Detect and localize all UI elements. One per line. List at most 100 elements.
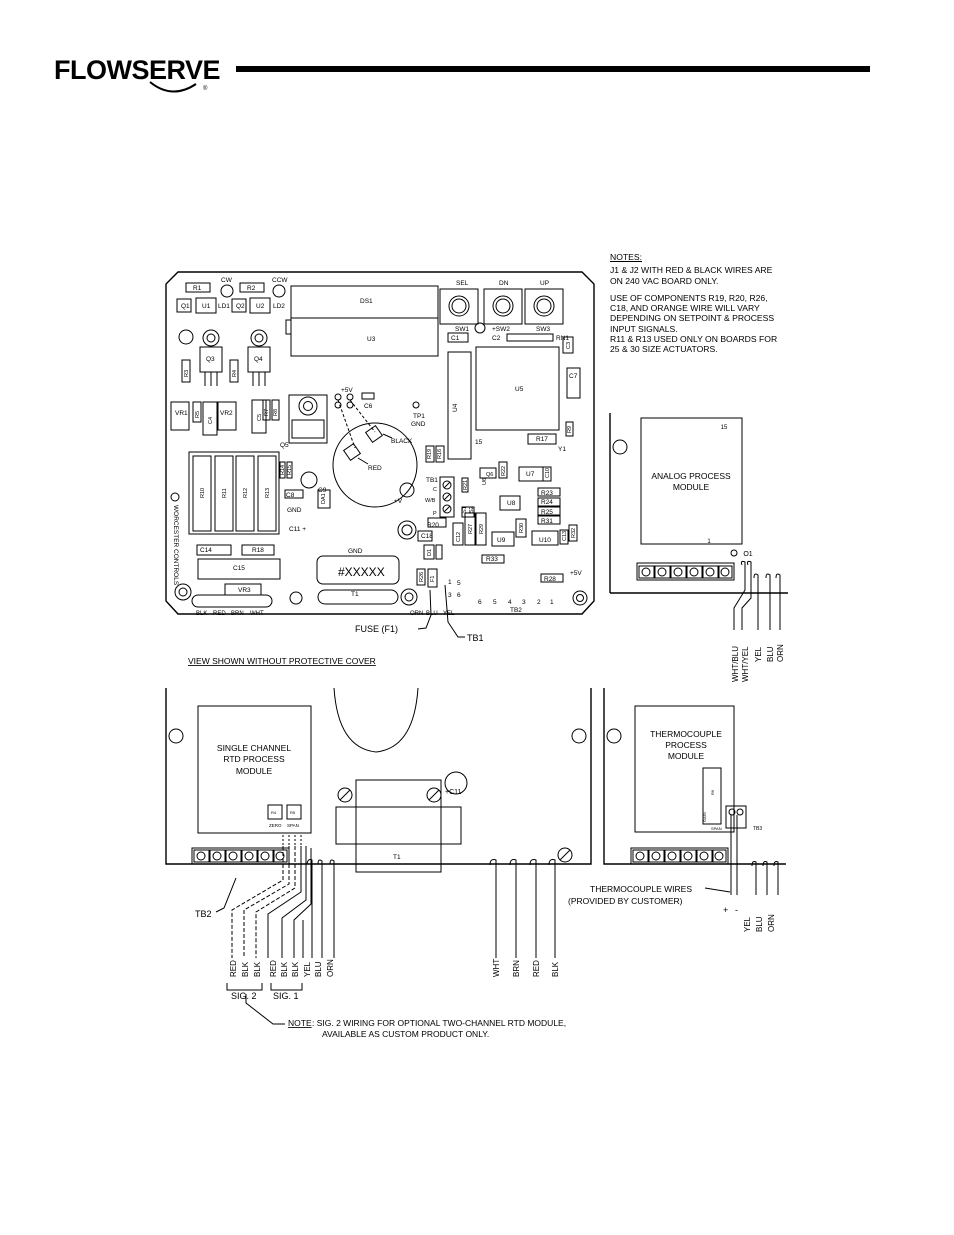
transformer-core — [355, 779, 442, 873]
hole-bottom-left — [289, 591, 303, 605]
label-tb1-1: 1 — [448, 579, 452, 586]
label-u7: U7 — [526, 471, 535, 478]
analog-title-2: MODULE — [673, 482, 710, 492]
transformer-wires — [489, 859, 556, 958]
notes-block: NOTES: J1 & J2 WITH RED & BLACK WIRES AR… — [610, 252, 780, 362]
label-u3: U3 — [367, 336, 376, 343]
part-q6 — [479, 467, 497, 479]
label-u1: U1 — [202, 303, 211, 310]
label-yel: YEL — [443, 611, 455, 617]
part-c2-dot — [474, 322, 486, 334]
bracket-sig1 — [270, 983, 303, 991]
connector-wht-brn — [191, 594, 273, 608]
label-r8: R8 — [273, 409, 279, 416]
part-u5 — [475, 346, 560, 431]
label-p: P — [433, 511, 437, 517]
rtd-r5-label: R5 — [290, 810, 296, 815]
rtd-pot-zero — [267, 804, 283, 820]
analog-terminal-strip — [636, 562, 735, 581]
part-r25 — [537, 506, 561, 516]
part-c9 — [300, 471, 318, 489]
label-s2: S2 — [469, 506, 475, 513]
rtd-panel — [165, 687, 592, 1025]
label-r23: R23 — [541, 490, 553, 497]
transformer-t1 — [335, 806, 462, 845]
label-vr2: VR2 — [220, 410, 233, 417]
label-c10: C10 — [545, 468, 551, 478]
label-c18: C18 — [421, 533, 433, 540]
part-r4 — [229, 359, 239, 383]
callout-note-line — [245, 994, 285, 1025]
thermo-callout-2: (PROVIDED BY CUSTOMER) — [568, 896, 683, 906]
label-gnd-left: GND — [287, 507, 302, 514]
thermo-module-card — [634, 705, 735, 833]
label-da1: DA1 — [321, 493, 327, 504]
part-c5 — [251, 399, 267, 434]
thermo-title-3: MODULE — [668, 751, 705, 761]
part-q5 — [288, 394, 328, 444]
part-r16 — [435, 445, 445, 463]
part-r26 — [416, 568, 426, 586]
transformer-wire-red: RED — [532, 960, 541, 977]
tb3-screw-1 — [728, 808, 736, 816]
label-r28: R28 — [544, 576, 556, 583]
part-r19 — [425, 445, 435, 463]
led-cw — [220, 284, 234, 298]
transformer-screw-br — [557, 847, 573, 863]
part-c13 — [559, 529, 569, 545]
switch-sel — [439, 288, 479, 325]
label-s1: S1 — [462, 506, 468, 513]
label-ld2: LD2 — [273, 303, 285, 310]
label-c8: C8 — [286, 492, 295, 499]
label-blk: BLK — [196, 611, 207, 617]
label-tb2-4: 4 — [508, 599, 512, 606]
header-rule — [236, 66, 870, 72]
label-c15: C15 — [233, 565, 245, 572]
label-r7: R7 — [264, 409, 270, 416]
sig1-wire-blu: BLU — [314, 961, 323, 977]
note-label: NOTE — [288, 1018, 312, 1028]
part-c6 — [361, 392, 375, 400]
thermo-span-label: SPAN — [711, 826, 722, 831]
note-line-2: AVAILABLE AS CUSTOM PRODUCT ONLY. — [322, 1029, 489, 1039]
note-1: J1 & J2 WITH RED & BLACK WIRES ARE ON 24… — [610, 265, 773, 286]
part-c4 — [202, 401, 218, 436]
connector-j1-j2 — [334, 393, 393, 465]
part-r14 — [279, 461, 286, 479]
label-orn: ORN — [410, 611, 423, 617]
part-c14 — [196, 544, 232, 556]
id-box — [316, 555, 400, 585]
part-r21 — [461, 477, 469, 493]
label-c4: C4 — [208, 417, 214, 424]
part-r33 — [481, 554, 505, 564]
part-r31 — [537, 515, 561, 525]
rtd-tb2-label: TB2 — [195, 909, 212, 919]
part-r2 — [239, 282, 265, 293]
part-vr1 — [170, 401, 190, 431]
label-r16: R16 — [437, 449, 443, 459]
part-r22 — [498, 461, 508, 479]
mount-screw-left-inner — [178, 587, 188, 597]
callout-tb1-line — [444, 584, 465, 638]
mount-screw-center — [397, 520, 417, 540]
part-terminal-plus-v — [399, 482, 415, 498]
label-r21: R21 — [463, 480, 469, 490]
part-q2 — [231, 298, 247, 313]
part-c10 — [542, 466, 552, 482]
part-da1 — [317, 489, 331, 509]
flowserve-logo: FLOWSERVE — [54, 55, 221, 86]
thermo-title-1: THERMOCOUPLE — [650, 729, 722, 739]
part-r1 — [185, 282, 211, 293]
label-y1: Y1 — [558, 446, 566, 453]
thermo-gain-pot — [702, 767, 722, 825]
label-ds1: DS1 — [360, 298, 373, 305]
label-q5: Q5 — [280, 442, 289, 449]
transformer-screw-tr — [426, 787, 442, 803]
thermo-terminal-strip — [630, 847, 729, 865]
label-t1: T1 — [351, 591, 359, 598]
sig2-label: SIG. 2 — [231, 991, 257, 1001]
board-outline — [165, 271, 595, 615]
rtd-module-card — [197, 705, 312, 834]
thermo-wire-minus: - — [735, 905, 738, 915]
sig2-wire-red: RED — [229, 960, 238, 977]
